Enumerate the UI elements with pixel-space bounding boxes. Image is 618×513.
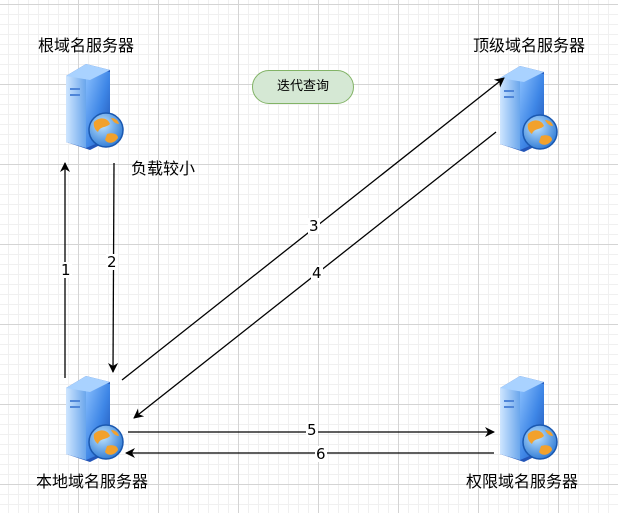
root-server-note: 负载较小 <box>131 159 196 178</box>
step-2-label: 2 <box>106 253 118 271</box>
step-4-label: 4 <box>311 264 323 282</box>
tld-server-label: 顶级域名服务器 <box>473 36 586 55</box>
local-server-label: 本地域名服务器 <box>36 472 149 491</box>
step-3-label: 3 <box>308 217 320 235</box>
authoritative-server-label: 权限域名服务器 <box>466 472 579 491</box>
query-mode-label: 迭代查询 <box>252 70 354 104</box>
step-6-label: 6 <box>315 445 327 463</box>
step-5-label: 5 <box>306 421 318 439</box>
step-1-label: 1 <box>60 261 72 279</box>
root-server-label: 根域名服务器 <box>38 36 135 55</box>
